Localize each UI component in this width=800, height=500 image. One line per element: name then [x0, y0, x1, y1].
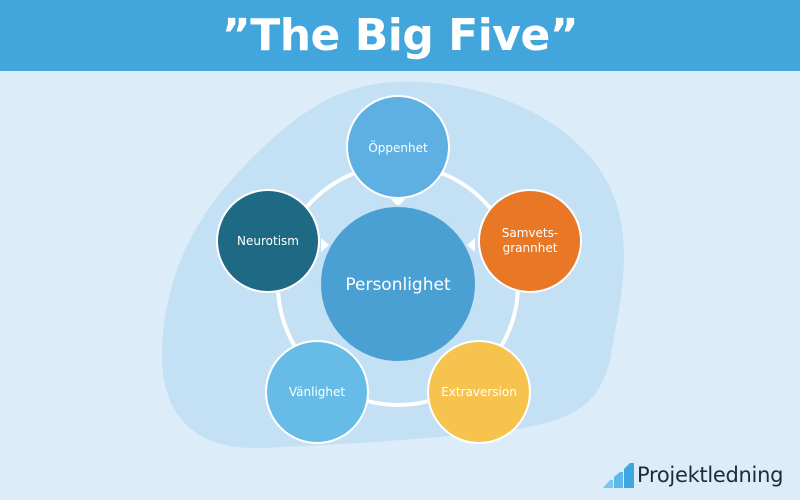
node-oppenhet: Öppenhet [346, 95, 450, 199]
pointer-neurotism [321, 238, 329, 252]
node-personlighet: Personlighet [319, 205, 477, 363]
bar-chart-icon [603, 463, 634, 488]
node-label-line2: grannhet [503, 241, 558, 255]
node-label: Öppenhet [368, 139, 428, 155]
node-extraversion: Extraversion [427, 340, 531, 444]
node-vanlighet: Vänlighet [265, 340, 369, 444]
node-label: Neurotism [237, 234, 299, 248]
title-banner: ”The Big Five” [0, 0, 800, 71]
pointer-samvets [467, 238, 475, 252]
node-samvetsgrannhet: Samvets- grannhet [478, 189, 582, 293]
node-label: Vänlighet [289, 385, 346, 399]
pointer-oppenhet [391, 199, 405, 207]
logo-text: Projektledning [637, 463, 784, 487]
page-title: ”The Big Five” [221, 10, 579, 61]
node-label: Personlighet [345, 275, 451, 295]
node-label: Extraversion [441, 385, 517, 399]
node-label: Samvets- [502, 226, 558, 240]
brand-logo: Projektledning [603, 460, 783, 490]
node-neurotism: Neurotism [216, 189, 320, 293]
